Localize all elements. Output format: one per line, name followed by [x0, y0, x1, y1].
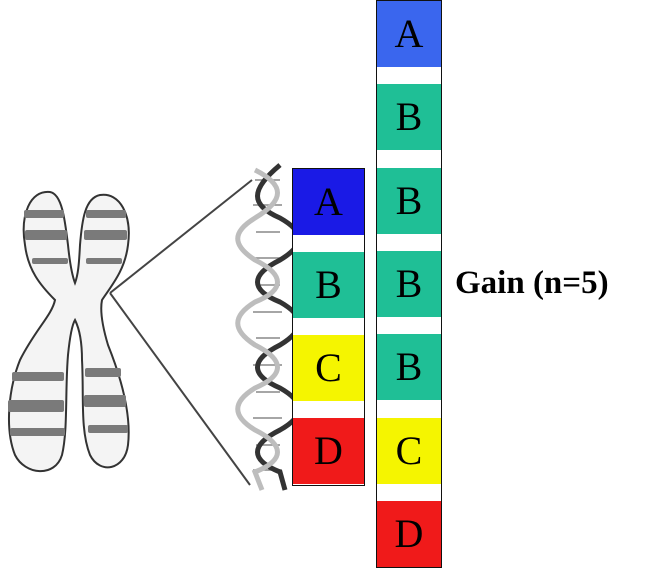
chromosome-bands: [8, 210, 128, 436]
zoom-lines: [109, 179, 253, 486]
segment-separator: [377, 483, 441, 501]
gene-segment-b: B: [293, 252, 364, 318]
gene-segment-d: D: [293, 418, 364, 484]
gene-segment-d: D: [377, 500, 441, 567]
gene-segment-c: C: [293, 335, 364, 401]
gene-segment-c: C: [377, 417, 441, 484]
gain-label: Gain (n=5): [455, 265, 609, 301]
gene-segment-b: B: [377, 84, 441, 151]
segment-separator: [293, 318, 364, 335]
dna-helix-icon: [235, 163, 302, 491]
gene-segment-a: A: [377, 1, 441, 67]
segment-separator: [377, 67, 441, 85]
segment-separator: [293, 235, 364, 252]
gene-segment-b: B: [377, 334, 441, 401]
segment-separator: [377, 400, 441, 418]
gene-segment-a: A: [293, 169, 364, 235]
segment-separator: [377, 316, 441, 335]
segment-separator: [377, 150, 441, 168]
segment-separator: [293, 401, 364, 418]
gene-segment-b: B: [377, 167, 441, 234]
segment-separator: [377, 233, 441, 251]
gene-segment-b: B: [377, 250, 441, 317]
